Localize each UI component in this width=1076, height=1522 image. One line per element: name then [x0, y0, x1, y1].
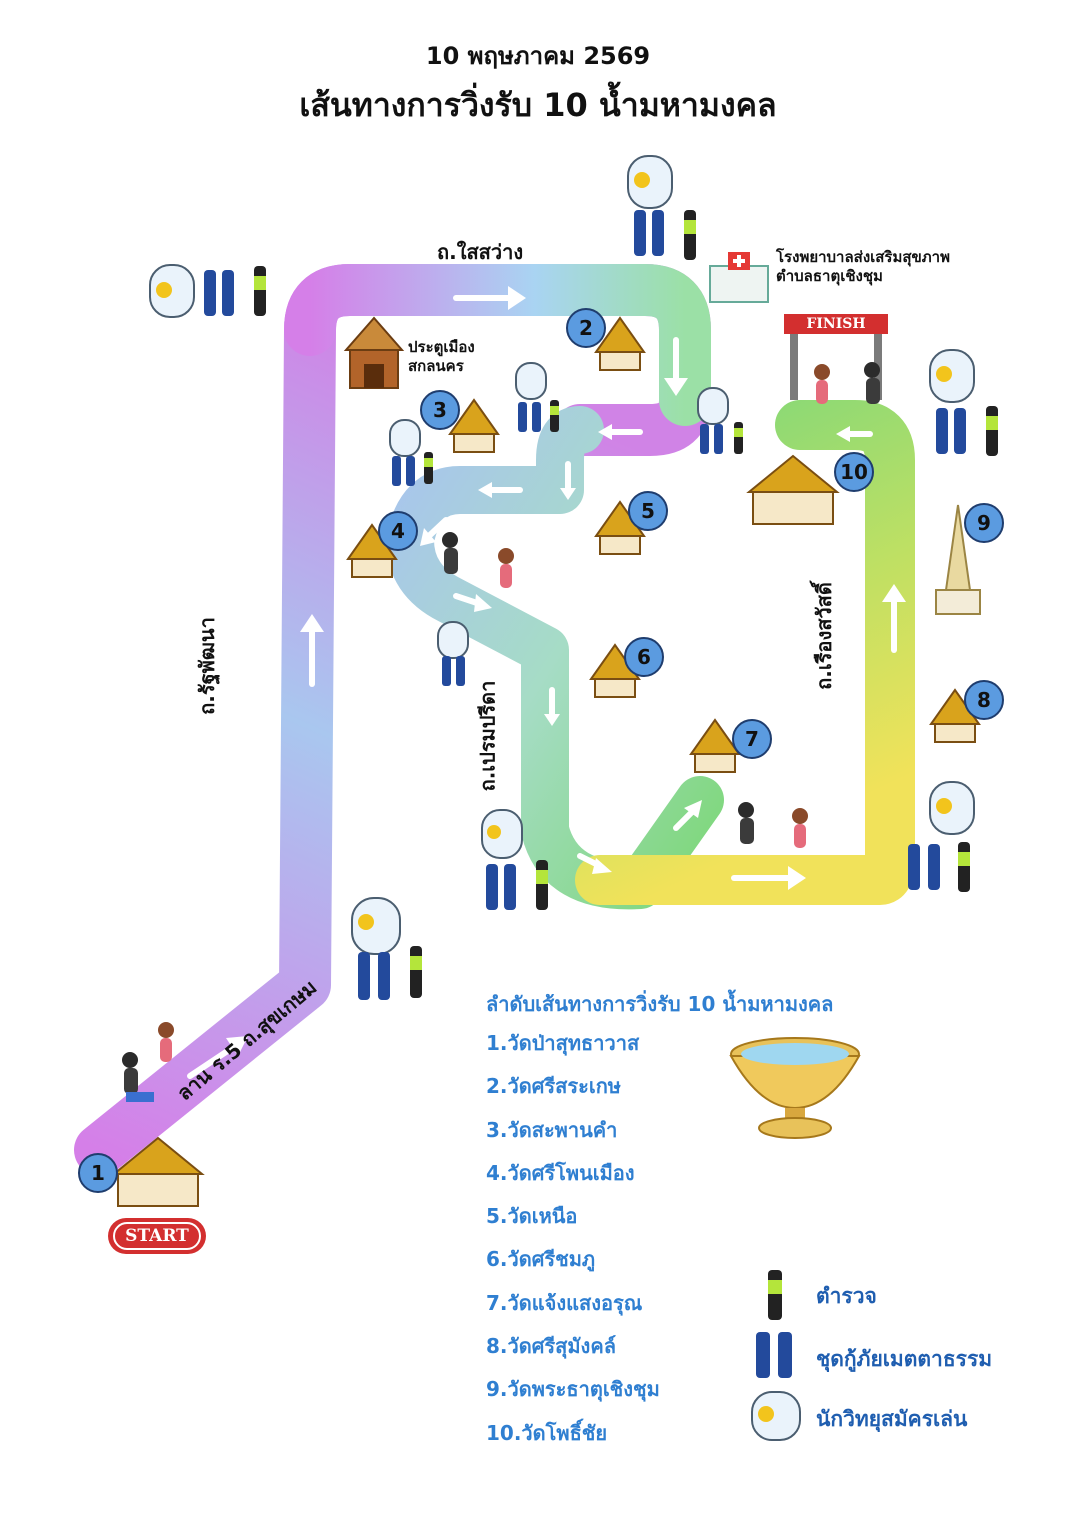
radio-operator-icon [627, 155, 673, 209]
legend-police-label: ตำรวจ [816, 1284, 877, 1308]
radio-operator-icon [437, 621, 469, 659]
radio-operator-icon [929, 349, 975, 403]
police-icon [550, 400, 559, 432]
stop-badge-6: 6 [624, 637, 664, 677]
police-icon [424, 452, 433, 484]
police-icon [734, 422, 743, 454]
stop-badge-8: 8 [964, 680, 1004, 720]
rescue-team-icon [518, 402, 541, 432]
rescue-team-icon [700, 424, 723, 454]
police-icon [254, 266, 266, 316]
road-label-prem-pricha: ถ.เปรมปรีดา [475, 680, 500, 792]
hospital-label: โรงพยาบาลส่งเสริมสุขภาพ ตำบลธาตุเชิงชุม [776, 248, 950, 286]
legend-radio-label: นักวิทยุสมัครเล่น [816, 1407, 968, 1431]
city-gate-label: ประตูเมือง สกลนคร [408, 338, 475, 376]
radio-operator-icon [751, 1391, 801, 1441]
radio-operator-icon [515, 362, 547, 400]
route-east-leg [575, 400, 915, 905]
rescue-team-icon [486, 864, 516, 910]
police-icon [768, 1270, 782, 1320]
city-gate-label-line1: ประตูเมือง [408, 338, 475, 356]
rescue-team-icon [936, 408, 966, 454]
rescue-team-icon [756, 1332, 792, 1378]
road-label-rueang-sawat: ถ.เรืองสวัสดิ์ [811, 582, 836, 690]
runner-icon [122, 362, 880, 1102]
stop-badge-7: 7 [732, 719, 772, 759]
city-gate-icon [343, 316, 405, 389]
police-icon [986, 406, 998, 456]
start-label: START [125, 1226, 189, 1246]
list-item: 6.วัดศรีชมภู [486, 1247, 596, 1272]
route-middle-loop [386, 406, 724, 910]
rescue-team-icon [392, 456, 415, 486]
hospital-label-line1: โรงพยาบาลส่งเสริมสุขภาพ [776, 248, 950, 266]
rescue-team-icon [442, 656, 465, 686]
rescue-team-icon [204, 270, 234, 316]
list-item: 7.วัดแจ้งแสงอรุณ [486, 1290, 643, 1315]
rescue-team-icon [358, 952, 390, 1000]
list-item: 10.วัดโพธิ์ชัย [486, 1420, 608, 1445]
list-item: 1.วัดป่าสุทธาวาส [486, 1031, 640, 1055]
police-icon [684, 210, 696, 260]
stop-badge-2: 2 [566, 308, 606, 348]
list-item: 5.วัดเหนือ [486, 1204, 578, 1229]
stop-badge-9: 9 [964, 503, 1004, 543]
road-label-rat-phatthana: ถ.รัฐพัฒนา [194, 617, 219, 715]
legend-rescue-label: ชุดกู้ภัยเมตตาธรรม [816, 1347, 993, 1371]
road-label-sai-sawang: ถ.ใสสว่าง [437, 240, 524, 264]
route-list-title: ลำดับเส้นทางการวิ่งรับ 10 น้ำมหามงคล [486, 992, 834, 1016]
radio-operator-icon [351, 897, 401, 955]
rescue-team-icon [634, 210, 664, 256]
city-gate-label-line2: สกลนคร [408, 357, 464, 375]
stop-badge-5: 5 [628, 491, 668, 531]
list-item: 2.วัดศรีสระเกษ [486, 1074, 621, 1099]
hospital-icon [709, 252, 769, 303]
list-item: 8.วัดศรีสุมังคล์ [486, 1334, 616, 1359]
stop-badge-4: 4 [378, 511, 418, 551]
stop-badge-10: 10 [834, 452, 874, 492]
route-list: 1.วัดป่าสุทธาวาส 2.วัดศรีสระเกษ 3.วัดสะพ… [486, 1028, 660, 1461]
hospital-label-line2: ตำบลธาตุเชิงชุม [776, 267, 883, 285]
list-item: 9.วัดพระธาตุเชิงชุม [486, 1377, 660, 1402]
police-icon [536, 860, 548, 910]
stop-badge-3: 3 [420, 390, 460, 430]
police-icon [958, 842, 970, 892]
radio-operator-icon [481, 809, 523, 859]
start-sign [108, 1218, 206, 1254]
event-date: 10 พฤษภาคม 2569 [425, 42, 651, 70]
page-title: เส้นทางการวิ่งรับ 10 น้ำมหามงคล [299, 86, 777, 124]
radio-operator-icon [929, 781, 975, 835]
water-bowl-icon [729, 1037, 861, 1139]
list-item: 3.วัดสะพานคำ [486, 1117, 618, 1142]
direction-arrow-icon [187, 286, 906, 1079]
radio-operator-icon [697, 387, 729, 425]
stupa-icon [935, 504, 981, 615]
temple-icon [111, 316, 981, 1207]
stop-badge-1: 1 [78, 1153, 118, 1193]
route-top-leg [284, 264, 711, 426]
rescue-team-icon [908, 844, 940, 890]
list-item: 4.วัดศรีโพนเมือง [486, 1160, 635, 1185]
radio-operator-icon [149, 264, 195, 318]
police-icon [410, 946, 422, 998]
radio-operator-icon [389, 419, 421, 457]
finish-label: FINISH [806, 316, 866, 332]
